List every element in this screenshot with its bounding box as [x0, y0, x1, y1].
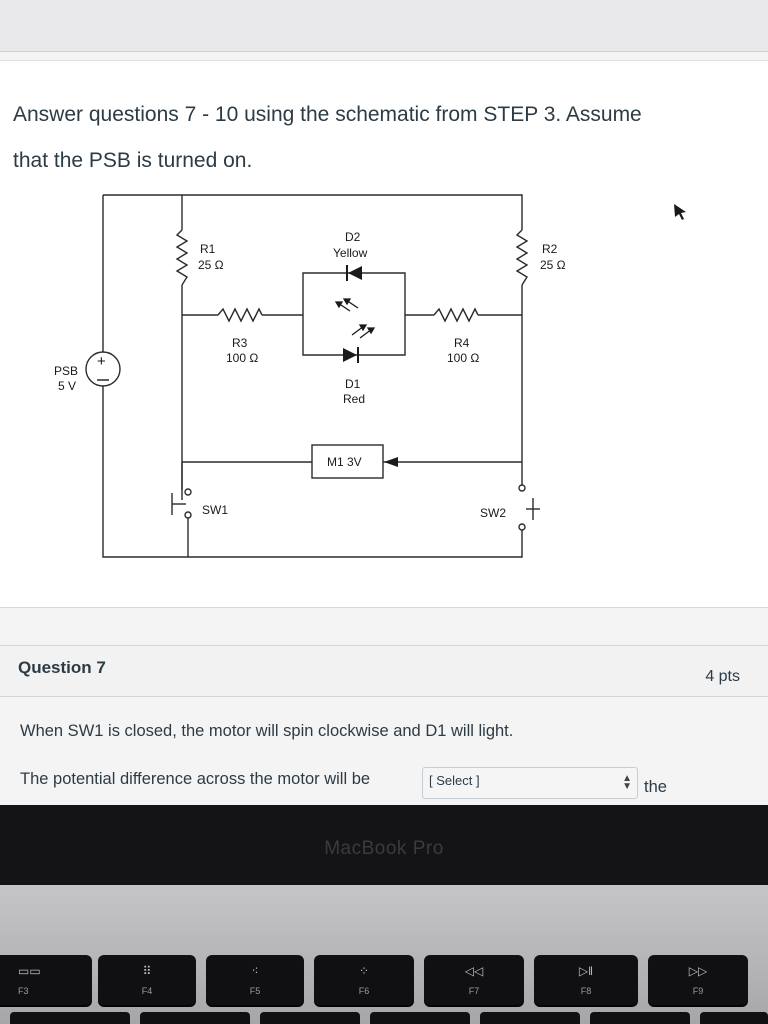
key-f9[interactable]: ▷▷ F9	[648, 955, 748, 1005]
sw2-switch	[518, 484, 540, 531]
question-title: Question 7	[18, 658, 106, 677]
question-points: 4 pts	[705, 668, 740, 685]
answer-select-value: [ Select ]	[429, 773, 480, 788]
circuit-schematic: + R1 25 Ω R2 25 Ω R3 100	[40, 185, 580, 570]
browser-screen: Answer questions 7 - 10 using the schema…	[0, 0, 768, 805]
fast-forward-icon: ▷▷	[688, 964, 708, 978]
motor-label: M1 3V	[327, 455, 362, 469]
instructions-line-1: Answer questions 7 - 10 using the schema…	[13, 103, 642, 126]
key-number-1[interactable]	[10, 1012, 130, 1024]
instructions-text: Answer questions 7 - 10 using the schema…	[13, 92, 753, 184]
motor-arrow-icon	[384, 457, 398, 467]
sw1-label: SW1	[202, 503, 228, 517]
play-pause-icon: ▷‖	[578, 964, 594, 978]
r4-resistor	[433, 307, 479, 323]
launchpad-icon: ⠿	[142, 964, 152, 978]
d1-diode	[343, 347, 359, 363]
keyboard-brightness-up-icon: ⁘	[358, 964, 370, 978]
sw2-label: SW2	[480, 506, 506, 520]
mouse-cursor-icon	[674, 204, 686, 220]
key-f6[interactable]: ⁘ F6	[314, 955, 414, 1005]
key-number-6[interactable]	[590, 1012, 690, 1024]
psb-label: PSB	[54, 364, 78, 378]
d1-label: D1	[345, 377, 361, 391]
light-emission-icon	[334, 298, 376, 339]
d2-label: D2	[345, 230, 361, 244]
key-number-3[interactable]	[260, 1012, 360, 1024]
wires	[102, 194, 523, 558]
key-number-7[interactable]	[700, 1012, 768, 1024]
key-f4[interactable]: ⠿ F4	[98, 955, 196, 1005]
instructions-line-2: that the PSB is turned on.	[13, 149, 253, 172]
key-f8[interactable]: ▷‖ F8	[534, 955, 638, 1005]
r2-label: R2	[542, 242, 558, 256]
sw1-switch	[171, 462, 192, 519]
key-number-4[interactable]	[370, 1012, 470, 1024]
select-arrows-icon: ▲▼	[622, 773, 632, 792]
content-card	[0, 60, 768, 608]
number-key-row	[0, 1012, 768, 1024]
key-number-2[interactable]	[140, 1012, 250, 1024]
r4-value: 100 Ω	[447, 351, 479, 365]
r2-resistor	[515, 229, 529, 286]
d2-color: Yellow	[333, 246, 368, 260]
psb-battery	[85, 351, 121, 387]
motor-box	[311, 444, 384, 479]
question-prompt: The potential difference across the moto…	[20, 770, 371, 788]
d1-color: Red	[343, 392, 365, 406]
mission-control-icon: ▭▭	[18, 964, 41, 978]
macbook-label: MacBook Pro	[324, 838, 444, 859]
key-f3[interactable]: ▭▭ F3	[0, 955, 92, 1005]
psb-plus-icon: +	[97, 353, 106, 370]
answer-select[interactable]: [ Select ] ▲▼	[422, 767, 638, 799]
question-header: Question 7 4 pts	[0, 645, 768, 697]
r3-value: 100 Ω	[226, 351, 258, 365]
key-number-5[interactable]	[480, 1012, 580, 1024]
question-statement: When SW1 is closed, the motor will spin …	[20, 722, 514, 740]
key-f5[interactable]: ⁖ F5	[206, 955, 304, 1005]
schematic-svg: + R1 25 Ω R2 25 Ω R3 100	[54, 194, 566, 558]
r2-value: 25 Ω	[540, 258, 566, 272]
r1-resistor	[175, 229, 189, 286]
r3-label: R3	[232, 336, 248, 350]
keyboard-brightness-down-icon: ⁖	[251, 964, 259, 978]
r1-value: 25 Ω	[198, 258, 224, 272]
key-f7[interactable]: ◁◁ F7	[424, 955, 524, 1005]
r3-resistor	[217, 307, 263, 323]
rewind-icon: ◁◁	[464, 964, 484, 978]
function-key-row: ▭▭ F3 ⠿ F4 ⁖ F5 ⁘ F6 ◁◁ F7 ▷‖ F8 ▷▷ F9	[0, 955, 768, 1010]
d2-diode	[346, 265, 362, 281]
question-prompt-continued: the	[644, 778, 667, 796]
laptop-bezel	[0, 805, 768, 885]
r1-label: R1	[200, 242, 216, 256]
page-top-bar	[0, 0, 768, 52]
r4-label: R4	[454, 336, 470, 350]
psb-voltage: 5 V	[58, 379, 76, 393]
